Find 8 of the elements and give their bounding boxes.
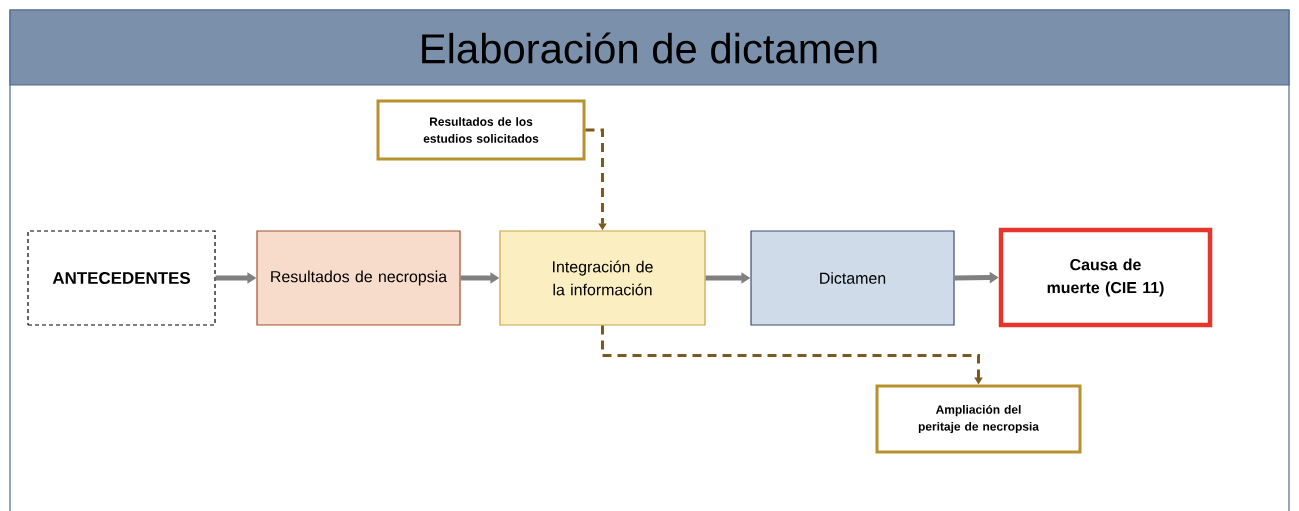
start-box: ANTECEDENTES [27, 230, 216, 326]
title: Elaboración de dictamen [422, 32, 877, 64]
process-box: Dictamen [750, 230, 955, 326]
process-box: Resultados de necropsia [256, 230, 461, 326]
output-box: Ampliación del peritaje de necropsia [875, 384, 1082, 454]
result-box: Causa de muerte (CIE 11) [998, 227, 1213, 328]
input-box: Resultados de los estudios solicitados [376, 99, 586, 161]
process-box: Integración de la información [499, 230, 706, 326]
